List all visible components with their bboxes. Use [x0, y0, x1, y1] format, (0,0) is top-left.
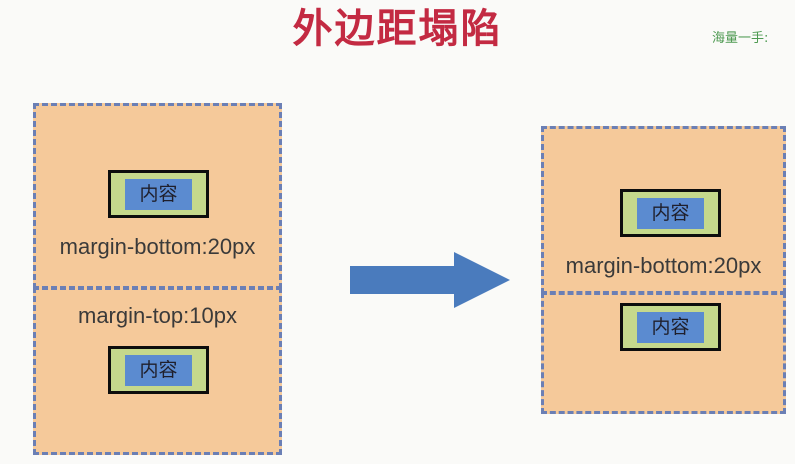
content-box: 内容: [620, 189, 721, 237]
page-title: 外边距塌陷: [292, 6, 503, 52]
content-box-label: 内容: [125, 178, 192, 210]
margin-top-label: margin-top:10px: [78, 303, 237, 328]
right-arrow-icon: [350, 252, 510, 308]
content-box-label: 内容: [125, 354, 192, 386]
content-box: 内容: [620, 303, 721, 351]
content-box-label: 内容: [637, 197, 704, 229]
right-margin-box-bottom: 内容: [541, 292, 786, 414]
right-margin-box-top: 内容 margin-bottom:20px: [541, 126, 786, 294]
content-box-label: 内容: [637, 311, 704, 343]
margin-bottom-label: margin-bottom:20px: [59, 234, 256, 259]
left-margin-box-top: 内容 margin-bottom:20px: [33, 103, 282, 289]
left-margin-box-bottom: margin-top:10px 内容: [33, 287, 282, 455]
margin-bottom-label: margin-bottom:20px: [565, 253, 762, 278]
content-box: 内容: [108, 170, 209, 218]
content-box: 内容: [108, 346, 209, 394]
watermark-text: 海量一手:: [712, 31, 769, 46]
